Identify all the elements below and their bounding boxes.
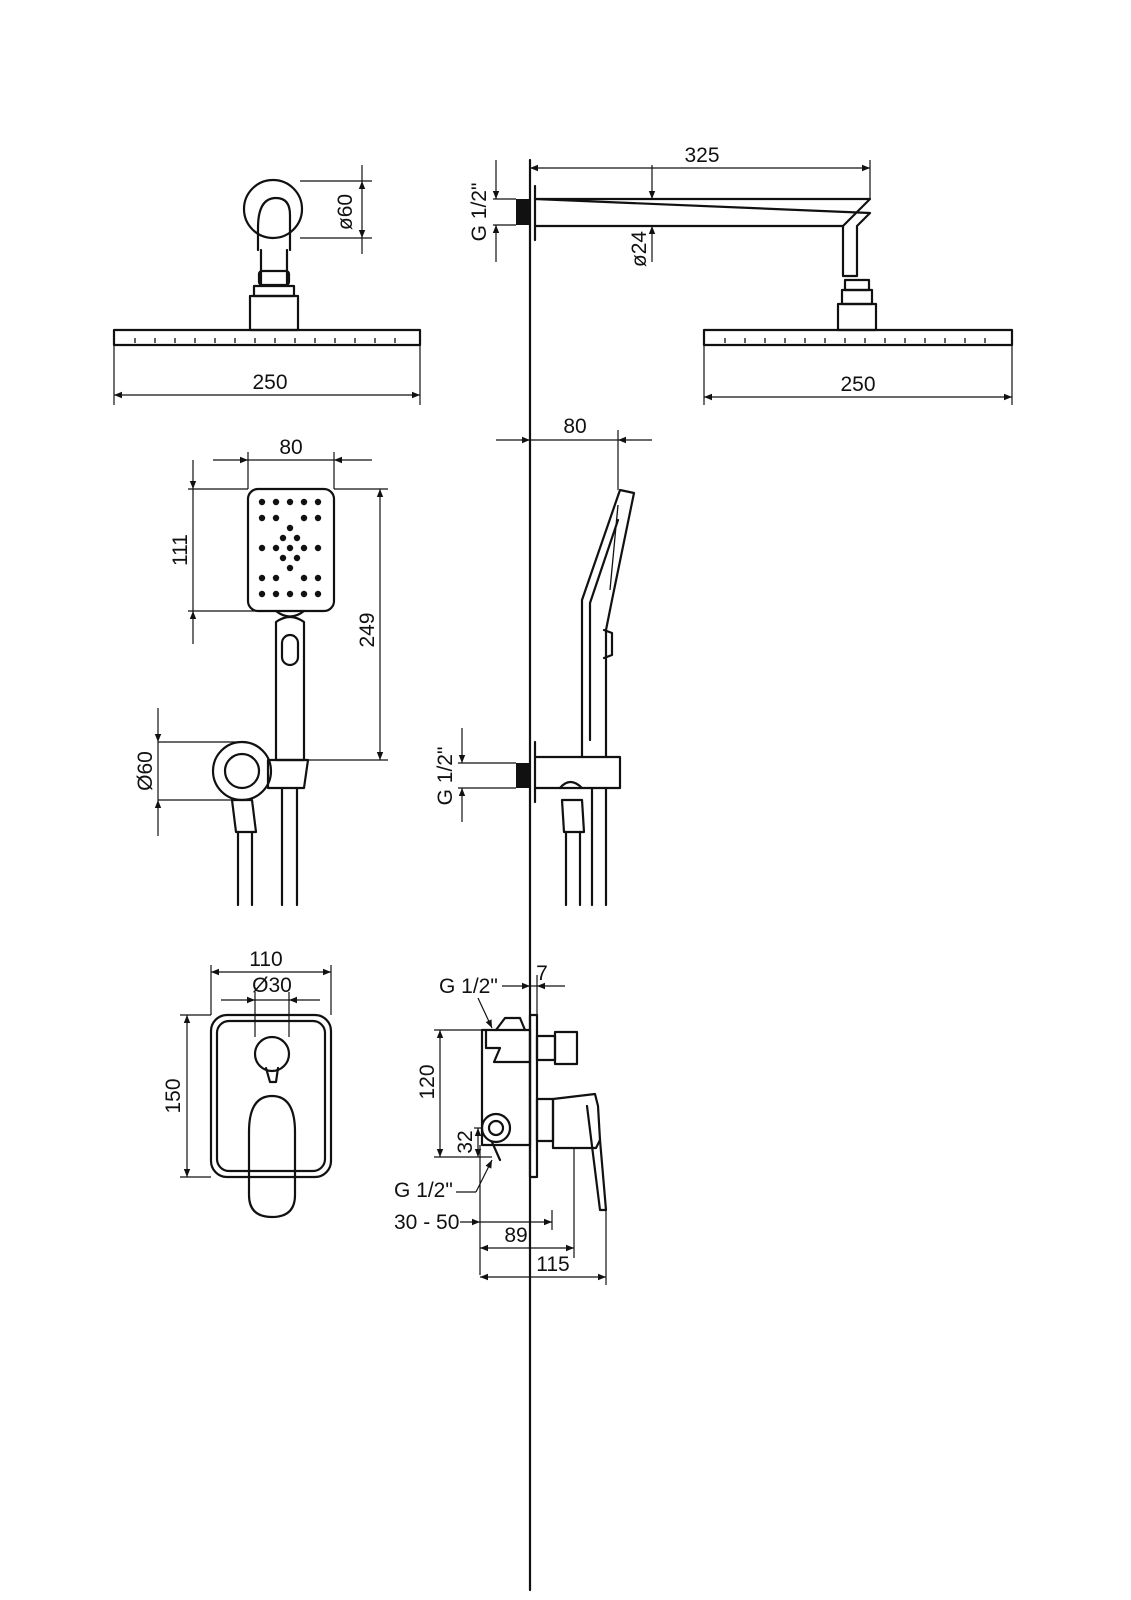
label-center: 32 — [454, 1130, 477, 1153]
label-hand-head: 111 — [169, 534, 192, 566]
head-shower-side-view: 250 325 ø24 G 1/2" — [468, 144, 1014, 405]
label-thread-arm: G 1/2" — [468, 183, 491, 242]
label-thread-hand: G 1/2" — [434, 747, 457, 806]
mixer-front-view: 110 Ø30 150 — [162, 948, 333, 1219]
mixer-side-view: 7 G 1/2" 120 32 G 1/2" 30 - 50 89 115 — [394, 962, 608, 1285]
label-holder-diameter: Ø60 — [134, 751, 157, 791]
leader-thread-top — [477, 997, 493, 1029]
label-mixer-side-height: 120 — [416, 1064, 439, 1099]
hand-shower-front-view: 80 111 249 Ø60 — [134, 436, 388, 907]
label-arm-length: 325 — [684, 144, 719, 167]
label-depth-range: 30 - 50 — [394, 1211, 459, 1234]
label-hand-projection: 80 — [563, 415, 586, 438]
label-depth-total: 115 — [536, 1253, 569, 1276]
label-depth-body: 89 — [504, 1224, 527, 1247]
hand-shower-nozzle-grid — [258, 498, 322, 598]
label-rosette-diameter: ø60 — [334, 194, 357, 230]
head-nozzles-top — [134, 338, 396, 343]
head-shower-top-view: 250 ø60 — [112, 165, 422, 405]
label-mixer-height: 150 — [162, 1078, 185, 1113]
label-plate: 7 — [536, 962, 548, 985]
label-thread-top: G 1/2" — [439, 975, 498, 998]
label-hand-width: 80 — [279, 436, 302, 459]
label-diverter-diameter: Ø30 — [252, 974, 292, 997]
label-hand-total: 249 — [356, 612, 379, 647]
label-head-width-right: 250 — [840, 373, 875, 396]
label-head-width-left: 250 — [252, 371, 287, 394]
label-thread-bottom: G 1/2" — [394, 1179, 453, 1202]
label-arm-diameter: ø24 — [628, 231, 651, 268]
hand-shower-side-view: 80 G 1/2" — [434, 415, 652, 907]
head-nozzles-side — [724, 338, 986, 343]
label-mixer-width: 110 — [249, 948, 282, 971]
